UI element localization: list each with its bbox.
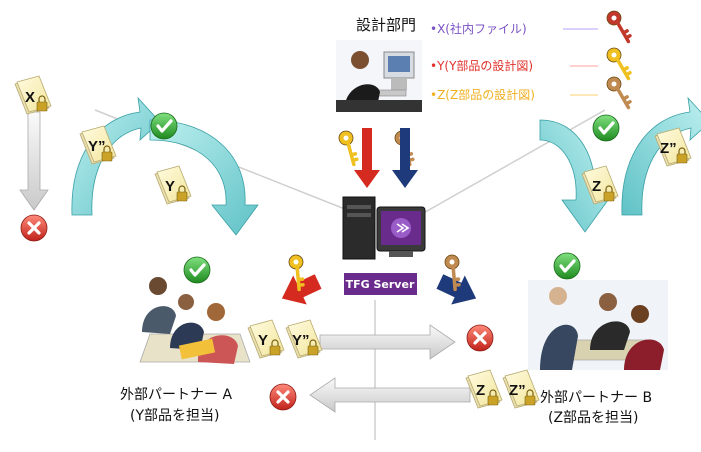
doc-z-low2: Z” [502, 369, 540, 409]
server-label: TFG Server [346, 278, 415, 291]
department-worker-illustration [336, 40, 422, 112]
partner-a-role: (Y部品を担当) [130, 408, 219, 424]
teal-arrow-partner-a-down [149, 119, 259, 236]
doc-y-low2: Y” [285, 319, 323, 359]
key-icon-z [600, 73, 637, 110]
ng-icon-to-b [465, 323, 495, 353]
doc-y-low: Y [247, 319, 285, 359]
doc-z-mid-label: Z [592, 178, 601, 195]
partner-b-role: (Z部品を担当) [548, 410, 639, 426]
doc-x-label: X [25, 89, 35, 106]
doc-y-mid-label: Y [165, 178, 175, 195]
red-down-arrow [354, 128, 380, 188]
teal-arrow-partner-b-up [621, 96, 701, 216]
navy-arrow-to-partner-b [436, 274, 477, 305]
doc-y-low2-label: Y” [292, 332, 310, 349]
partner-b-name: 外部パートナー B [540, 390, 652, 406]
ok-icon-z-top [591, 113, 621, 143]
key-icon-x [600, 7, 637, 44]
ok-icon-partner-b [552, 251, 582, 281]
doc-z-low2-label: Z” [509, 382, 526, 399]
doc-z-mid: Z [581, 165, 619, 205]
server-illustration [342, 196, 426, 260]
key-icon-y [600, 44, 637, 81]
x-blocked-arrow [19, 111, 49, 211]
doc-y-top: Y” [79, 125, 117, 165]
server-label-badge [344, 273, 417, 295]
navy-down-arrow [392, 128, 418, 188]
grey-arrow-to-b [319, 324, 456, 360]
key-label-z: •Z(Z部品の設計図) [430, 87, 535, 102]
grey-arrow-to-a [309, 377, 471, 413]
key-icon-y-to-server [328, 126, 369, 167]
doc-z-top: Z” [654, 127, 692, 167]
partner-a-illustration [139, 277, 251, 364]
ok-icon-y-top [149, 111, 179, 141]
partner-a-name: 外部パートナー A [120, 387, 232, 403]
red-arrow-to-partner-a [281, 274, 322, 305]
doc-z-low-label: Z [476, 382, 485, 399]
ng-icon-x [19, 213, 49, 243]
key-label-y: •Y(Y部品の設計図) [430, 58, 533, 73]
doc-z-low: Z [465, 369, 503, 409]
ok-icon-partner-a [182, 255, 212, 285]
teal-arrow-partner-b-down [539, 119, 609, 233]
doc-y-mid: Y [154, 165, 192, 205]
key-label-x: •X(社内ファイル) [430, 21, 527, 36]
doc-y-low-label: Y [258, 332, 268, 349]
doc-y-top-label: Y” [88, 138, 106, 155]
partner-b-illustration [528, 280, 668, 370]
doc-z-top-label: Z” [660, 140, 677, 157]
ng-icon-to-a [268, 382, 298, 412]
teal-arrow-partner-a-up [71, 96, 161, 216]
doc-x: X [14, 75, 52, 115]
department-title: 設計部門 [356, 16, 416, 34]
